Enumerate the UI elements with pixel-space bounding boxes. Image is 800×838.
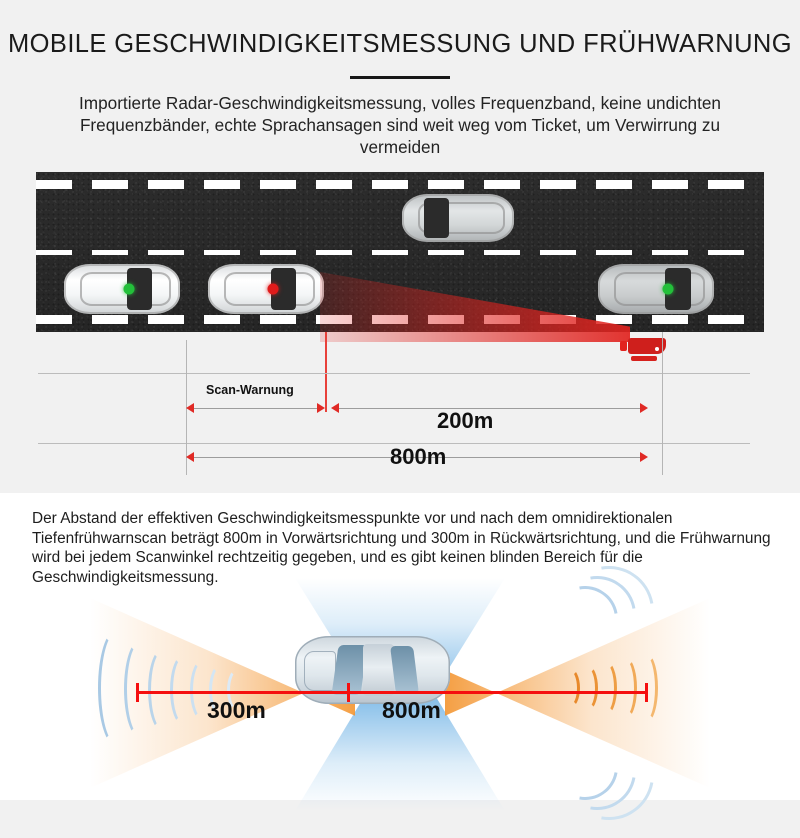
label-scan-warning: Scan-Warnung <box>206 383 294 397</box>
label-rear-distance: 300m <box>207 697 266 723</box>
distance-measure-line <box>136 691 648 694</box>
measure-tick-left <box>136 683 139 702</box>
car-lane-top <box>402 194 514 242</box>
title-divider <box>350 76 450 79</box>
bottom-white-section: Der Abstand der effektiven Geschwindigke… <box>0 493 800 838</box>
arrow-left-icon <box>331 403 339 413</box>
lane-marking-middle <box>36 250 764 255</box>
wave-arc-rear-1 <box>98 630 134 746</box>
page-subtitle: Importierte Radar-Geschwindigkeitsmessun… <box>78 93 721 157</box>
dimension-line <box>194 457 640 458</box>
car-roofline <box>80 272 171 306</box>
wave-arc-rear-5 <box>190 659 216 721</box>
camera-stand <box>631 356 657 361</box>
car-left-red <box>208 264 324 314</box>
wave-arc-rear-7 <box>227 668 249 712</box>
wave-arc-rear-3 <box>148 648 178 732</box>
page-title: MOBILE GESCHWINDIGKEITSMESSUNG UND FRÜHW… <box>8 30 792 58</box>
car-hood <box>304 650 336 692</box>
camera-lens-icon <box>620 341 627 351</box>
status-indicator-red <box>267 283 279 295</box>
top-gray-section: MOBILE GESCHWINDIGKEITSMESSUNG UND FRÜHW… <box>0 30 800 492</box>
camera-sensor-dot <box>655 347 659 351</box>
dimension-line <box>194 408 317 409</box>
car-windshield <box>424 197 450 239</box>
gridline-lower <box>38 443 750 444</box>
label-forward-distance: 200m <box>437 408 494 433</box>
dimension-200m <box>331 402 648 416</box>
car-right-green <box>598 264 714 314</box>
measurement-point-marker <box>325 332 327 412</box>
wave-arc-rear-6 <box>209 664 233 716</box>
description-paragraph: Der Abstand der effektiven Geschwindigke… <box>32 510 771 586</box>
arrow-left-icon <box>186 452 194 462</box>
dimension-line <box>339 408 640 409</box>
car-left-green <box>64 264 180 314</box>
car-roof <box>363 644 395 696</box>
measure-tick-center <box>347 683 350 702</box>
car-roofline <box>614 272 705 306</box>
status-indicator-green <box>123 283 135 295</box>
measure-tick-right <box>645 683 648 702</box>
wave-arc-rear-4 <box>170 654 198 726</box>
dimension-800m <box>186 451 648 465</box>
gridline-upper <box>38 373 750 374</box>
dimension-scan-warning <box>186 402 325 416</box>
lane-marking-top <box>36 180 764 189</box>
highway-illustration <box>36 172 764 332</box>
distance-scale-area <box>0 332 800 492</box>
car-roofline <box>224 272 315 306</box>
arrow-right-icon <box>640 452 648 462</box>
status-indicator-green <box>662 283 674 295</box>
car-roofline <box>417 201 506 235</box>
arrow-right-icon <box>317 403 325 413</box>
label-forward-distance-bottom: 800m <box>382 697 441 723</box>
gridline-vertical-right <box>662 332 663 475</box>
speed-camera-device <box>620 338 666 364</box>
label-total-distance: 800m <box>390 444 447 469</box>
wave-arc-forward-5 <box>634 653 658 723</box>
arrow-left-icon <box>186 403 194 413</box>
wave-arc-rear-2 <box>124 640 156 738</box>
arrow-right-icon <box>640 403 648 413</box>
